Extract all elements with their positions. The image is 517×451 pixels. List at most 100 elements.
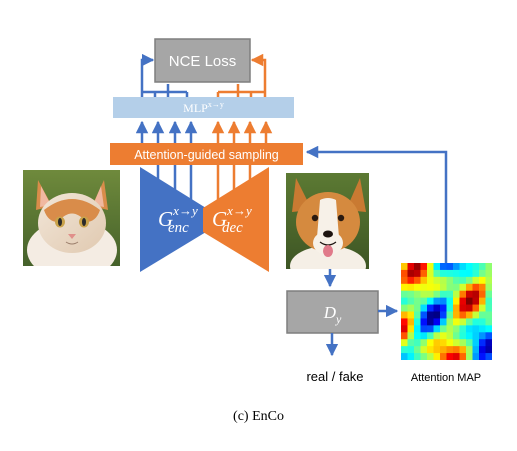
attention-map-label: Attention MAP xyxy=(411,372,481,384)
heatmap-cell xyxy=(433,311,441,320)
heatmap-cell xyxy=(427,353,435,360)
heatmap-cell xyxy=(427,276,435,285)
heatmap-cell xyxy=(453,339,461,347)
heatmap-cell xyxy=(459,311,467,320)
heatmap-cell xyxy=(479,276,487,285)
heatmap-cell xyxy=(414,311,422,320)
heatmap-cell xyxy=(453,318,461,326)
heatmap-cell xyxy=(479,353,487,360)
heatmap-cell xyxy=(472,276,480,285)
heatmap-cell xyxy=(446,332,454,340)
heatmap-cell xyxy=(427,290,435,299)
heatmap-cell xyxy=(459,290,467,299)
heatmap-cell xyxy=(407,346,415,354)
heatmap-cell xyxy=(414,263,422,271)
heatmap-cell xyxy=(401,297,409,306)
heatmap-cell xyxy=(427,332,435,340)
heatmap-cell xyxy=(427,318,435,326)
heatmap-cell xyxy=(472,325,480,333)
heatmap-cell xyxy=(420,318,428,326)
input-cat-image xyxy=(23,170,120,266)
heatmap-cell xyxy=(446,276,454,285)
heatmap-cell xyxy=(401,283,409,292)
heatmap-cell xyxy=(485,276,492,285)
heatmap-cell xyxy=(401,339,409,347)
heatmap-cell xyxy=(440,276,448,285)
heatmap-cell xyxy=(407,297,415,306)
heatmap-cell xyxy=(401,304,409,313)
heatmap-cell xyxy=(453,290,461,299)
heatmap-cell xyxy=(433,346,441,354)
heatmap-cell xyxy=(433,332,441,340)
heatmap-cell xyxy=(420,304,428,313)
heatmap-cell xyxy=(420,325,428,333)
heatmap-cell xyxy=(407,276,415,285)
heatmap-cell xyxy=(459,297,467,306)
heatmap-cell xyxy=(414,318,422,326)
heatmap-cell xyxy=(479,318,487,326)
heatmap-cell xyxy=(479,346,487,354)
heatmap-cell xyxy=(472,353,480,360)
heatmap-cell xyxy=(453,276,461,285)
heatmap-cell xyxy=(472,318,480,326)
heatmap-cell xyxy=(466,304,474,313)
heatmap-cell xyxy=(485,346,492,354)
attention-sampling-label: Attention-guided sampling xyxy=(134,148,279,162)
heatmap-cell xyxy=(433,304,441,313)
heatmap-cell xyxy=(459,339,467,347)
mlp-label: MLPx→y xyxy=(183,100,224,115)
heatmap-cell xyxy=(459,325,467,333)
heatmap-cell xyxy=(472,283,480,292)
heatmap-cell xyxy=(414,304,422,313)
heatmap-cell xyxy=(407,311,415,320)
heatmap-cell xyxy=(479,311,487,320)
heatmap-cell xyxy=(427,263,435,271)
heatmap-cell xyxy=(466,339,474,347)
heatmap-cell xyxy=(459,346,467,354)
heatmap-cell xyxy=(453,304,461,313)
heatmap-cell xyxy=(466,297,474,306)
heatmap-cell xyxy=(440,269,448,278)
heatmap-cell xyxy=(485,339,492,347)
heatmap-cell xyxy=(414,332,422,340)
heatmap-cell xyxy=(446,304,454,313)
heatmap-cell xyxy=(459,269,467,278)
heatmap-cell xyxy=(479,290,487,299)
heatmap-cell xyxy=(446,311,454,320)
heatmap-cell xyxy=(459,318,467,326)
heatmap-cell xyxy=(407,339,415,347)
heatmap-cell xyxy=(433,290,441,299)
heatmap-cell xyxy=(433,269,441,278)
heatmap-cell xyxy=(479,332,487,340)
heatmap-cell xyxy=(420,346,428,354)
heatmap-cell xyxy=(414,290,422,299)
heatmap-cell xyxy=(433,276,441,285)
heatmap-cell xyxy=(401,332,409,340)
heatmap-cell xyxy=(427,311,435,320)
heatmap-cell xyxy=(414,339,422,347)
loss-connector-left xyxy=(140,53,189,97)
heatmap-cell xyxy=(446,283,454,292)
nce-loss-box: NCE Loss xyxy=(154,38,251,83)
heatmap-cell xyxy=(466,269,474,278)
heatmap-cell xyxy=(401,276,409,285)
heatmap-cell xyxy=(479,325,487,333)
heatmap-cell xyxy=(427,325,435,333)
heatmap-cell xyxy=(453,332,461,340)
heatmap-cell xyxy=(453,353,461,360)
heatmap-cell xyxy=(466,353,474,360)
heatmap-cell xyxy=(479,304,487,313)
heatmap-cell xyxy=(440,339,448,347)
heatmap-cell xyxy=(466,276,474,285)
heatmap-cell xyxy=(414,276,422,285)
heatmap-cell xyxy=(453,269,461,278)
heatmap-cell xyxy=(420,311,428,320)
heatmap-cell xyxy=(472,346,480,354)
heatmap-cell xyxy=(440,311,448,320)
output-dog-image xyxy=(286,173,369,269)
loss-connector-right xyxy=(216,53,267,97)
heatmap-cell xyxy=(472,311,480,320)
heatmap-cell xyxy=(427,346,435,354)
